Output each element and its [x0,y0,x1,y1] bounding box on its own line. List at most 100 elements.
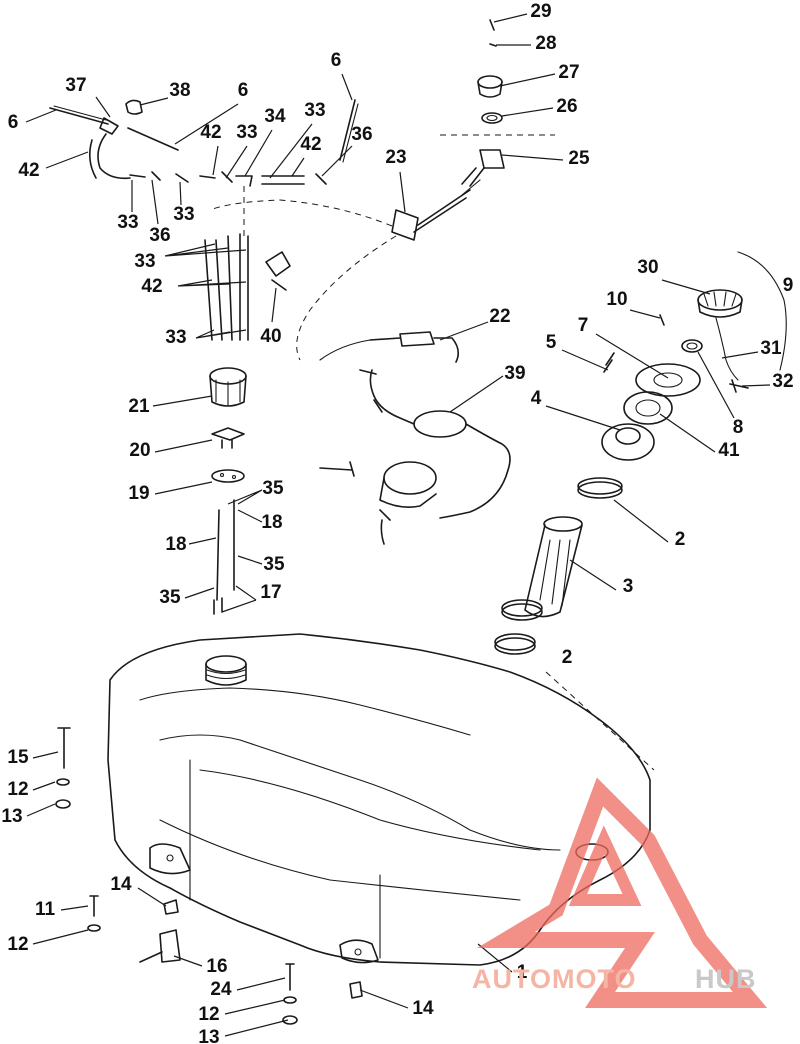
callout-leader [501,154,564,161]
vent-assembly [440,19,555,187]
callout-number-c11: 11 [35,899,56,920]
callout-leader [179,181,182,206]
callout-number-c2b: 2 [562,647,573,668]
callout-number-c38: 38 [169,80,190,101]
callout-leader [32,929,89,945]
callout-leader [139,97,169,106]
callout-number-c10: 10 [606,289,627,310]
callout-leader [741,384,771,387]
callout-number-c6a: 6 [331,50,342,71]
callout-number-c37: 37 [65,75,86,96]
callout-number-c33b: 33 [304,100,325,121]
callout-number-c21: 21 [128,396,150,417]
callout-leader [224,1019,289,1037]
callout-number-c19: 19 [128,483,149,504]
automotohub-watermark: AUTOMOTO HUB [472,777,768,1008]
callout-leader [32,781,56,791]
callout-leader [184,587,215,599]
callout-number-c18b: 18 [165,534,186,555]
callout-leader [629,309,661,319]
callout-number-c25: 25 [568,148,590,169]
callout-number-c12c: 12 [198,1004,219,1025]
callout-leader [174,103,239,145]
callout-leader [271,287,277,323]
callout-number-c42c: 42 [18,160,39,181]
callout-number-c36b: 36 [149,225,170,246]
callout-number-c35b: 35 [263,554,285,575]
callout-number-c13a: 13 [1,806,22,827]
callout-number-c33d: 33 [173,204,194,225]
callout-number-c35c: 35 [159,587,181,608]
callout-leader [237,509,263,523]
callout-number-c18a: 18 [261,512,282,533]
callout-leader [291,157,305,177]
callout-number-c40: 40 [260,326,281,347]
hose-routing [209,179,511,545]
callout-leader [321,145,353,177]
callout-number-c27: 27 [558,62,579,83]
callout-leader [173,955,203,967]
callout-leader [697,351,735,419]
callout-leader [236,977,286,991]
callout-leader [224,999,286,1015]
callout-leader [152,395,213,407]
callout-leader [499,73,556,87]
callout-leader [561,349,609,371]
callout-number-c9: 9 [783,275,794,296]
callout-number-c2a: 2 [675,529,686,550]
callout-number-c24: 24 [210,979,232,1000]
callout-leader [95,96,111,118]
callout-number-c29: 29 [530,1,551,22]
callout-leader [137,887,167,907]
callout-number-c23: 23 [385,147,406,168]
watermark-text-part2: HUB [695,964,757,994]
watermark-text-part1: AUTOMOTO [472,964,637,994]
callout-leader [477,943,513,973]
callout-leader [399,171,406,213]
callout-leader [32,751,59,759]
mounting-hardware [55,671,655,1025]
callout-leader [154,439,213,453]
callout-number-c5: 5 [546,332,557,353]
callout-leader [151,179,159,225]
callout-number-c33e: 33 [134,251,155,272]
watermark-triangle-outer [477,777,768,1008]
watermark-triangle-inner [568,825,642,906]
callout-number-c12a: 12 [7,779,28,800]
callout-number-c32: 32 [772,371,793,392]
callout-leader [26,803,56,817]
callout-number-c35a: 35 [262,478,284,499]
callout-leader [659,413,716,453]
callout-leader [60,905,89,911]
callout-number-c12b: 12 [7,934,28,955]
callout-leader [501,107,554,117]
callout-leader [613,499,669,543]
fuel-sender-assembly [494,314,701,655]
callout-number-c22: 22 [489,306,510,327]
callout-number-c33f: 33 [165,327,186,348]
callout-leader [721,351,759,359]
callout-leader [154,481,213,495]
callout-leader [493,13,528,23]
callout-leader [269,123,313,179]
callout-leader [439,321,489,341]
vent-line-harness [49,99,359,615]
callout-leader [244,129,273,177]
callout-number-c17: 17 [260,582,281,603]
callout-leader [449,375,504,413]
callout-number-c15: 15 [7,747,29,768]
callout-leader [237,555,263,565]
callout-number-c31: 31 [760,338,782,359]
callout-number-c42d: 42 [141,276,162,297]
filler-cap-assembly [681,251,787,393]
callout-number-c14b: 14 [412,998,434,1019]
callout-number-c26: 26 [556,96,577,117]
callout-number-c42a: 42 [200,122,221,143]
callout-number-c39: 39 [504,363,525,384]
callout-leader [569,559,617,591]
callout-leader [225,145,248,179]
callout-number-c34: 34 [264,106,286,127]
callout-number-c8: 8 [733,417,744,438]
callout-number-c41: 41 [718,440,740,461]
